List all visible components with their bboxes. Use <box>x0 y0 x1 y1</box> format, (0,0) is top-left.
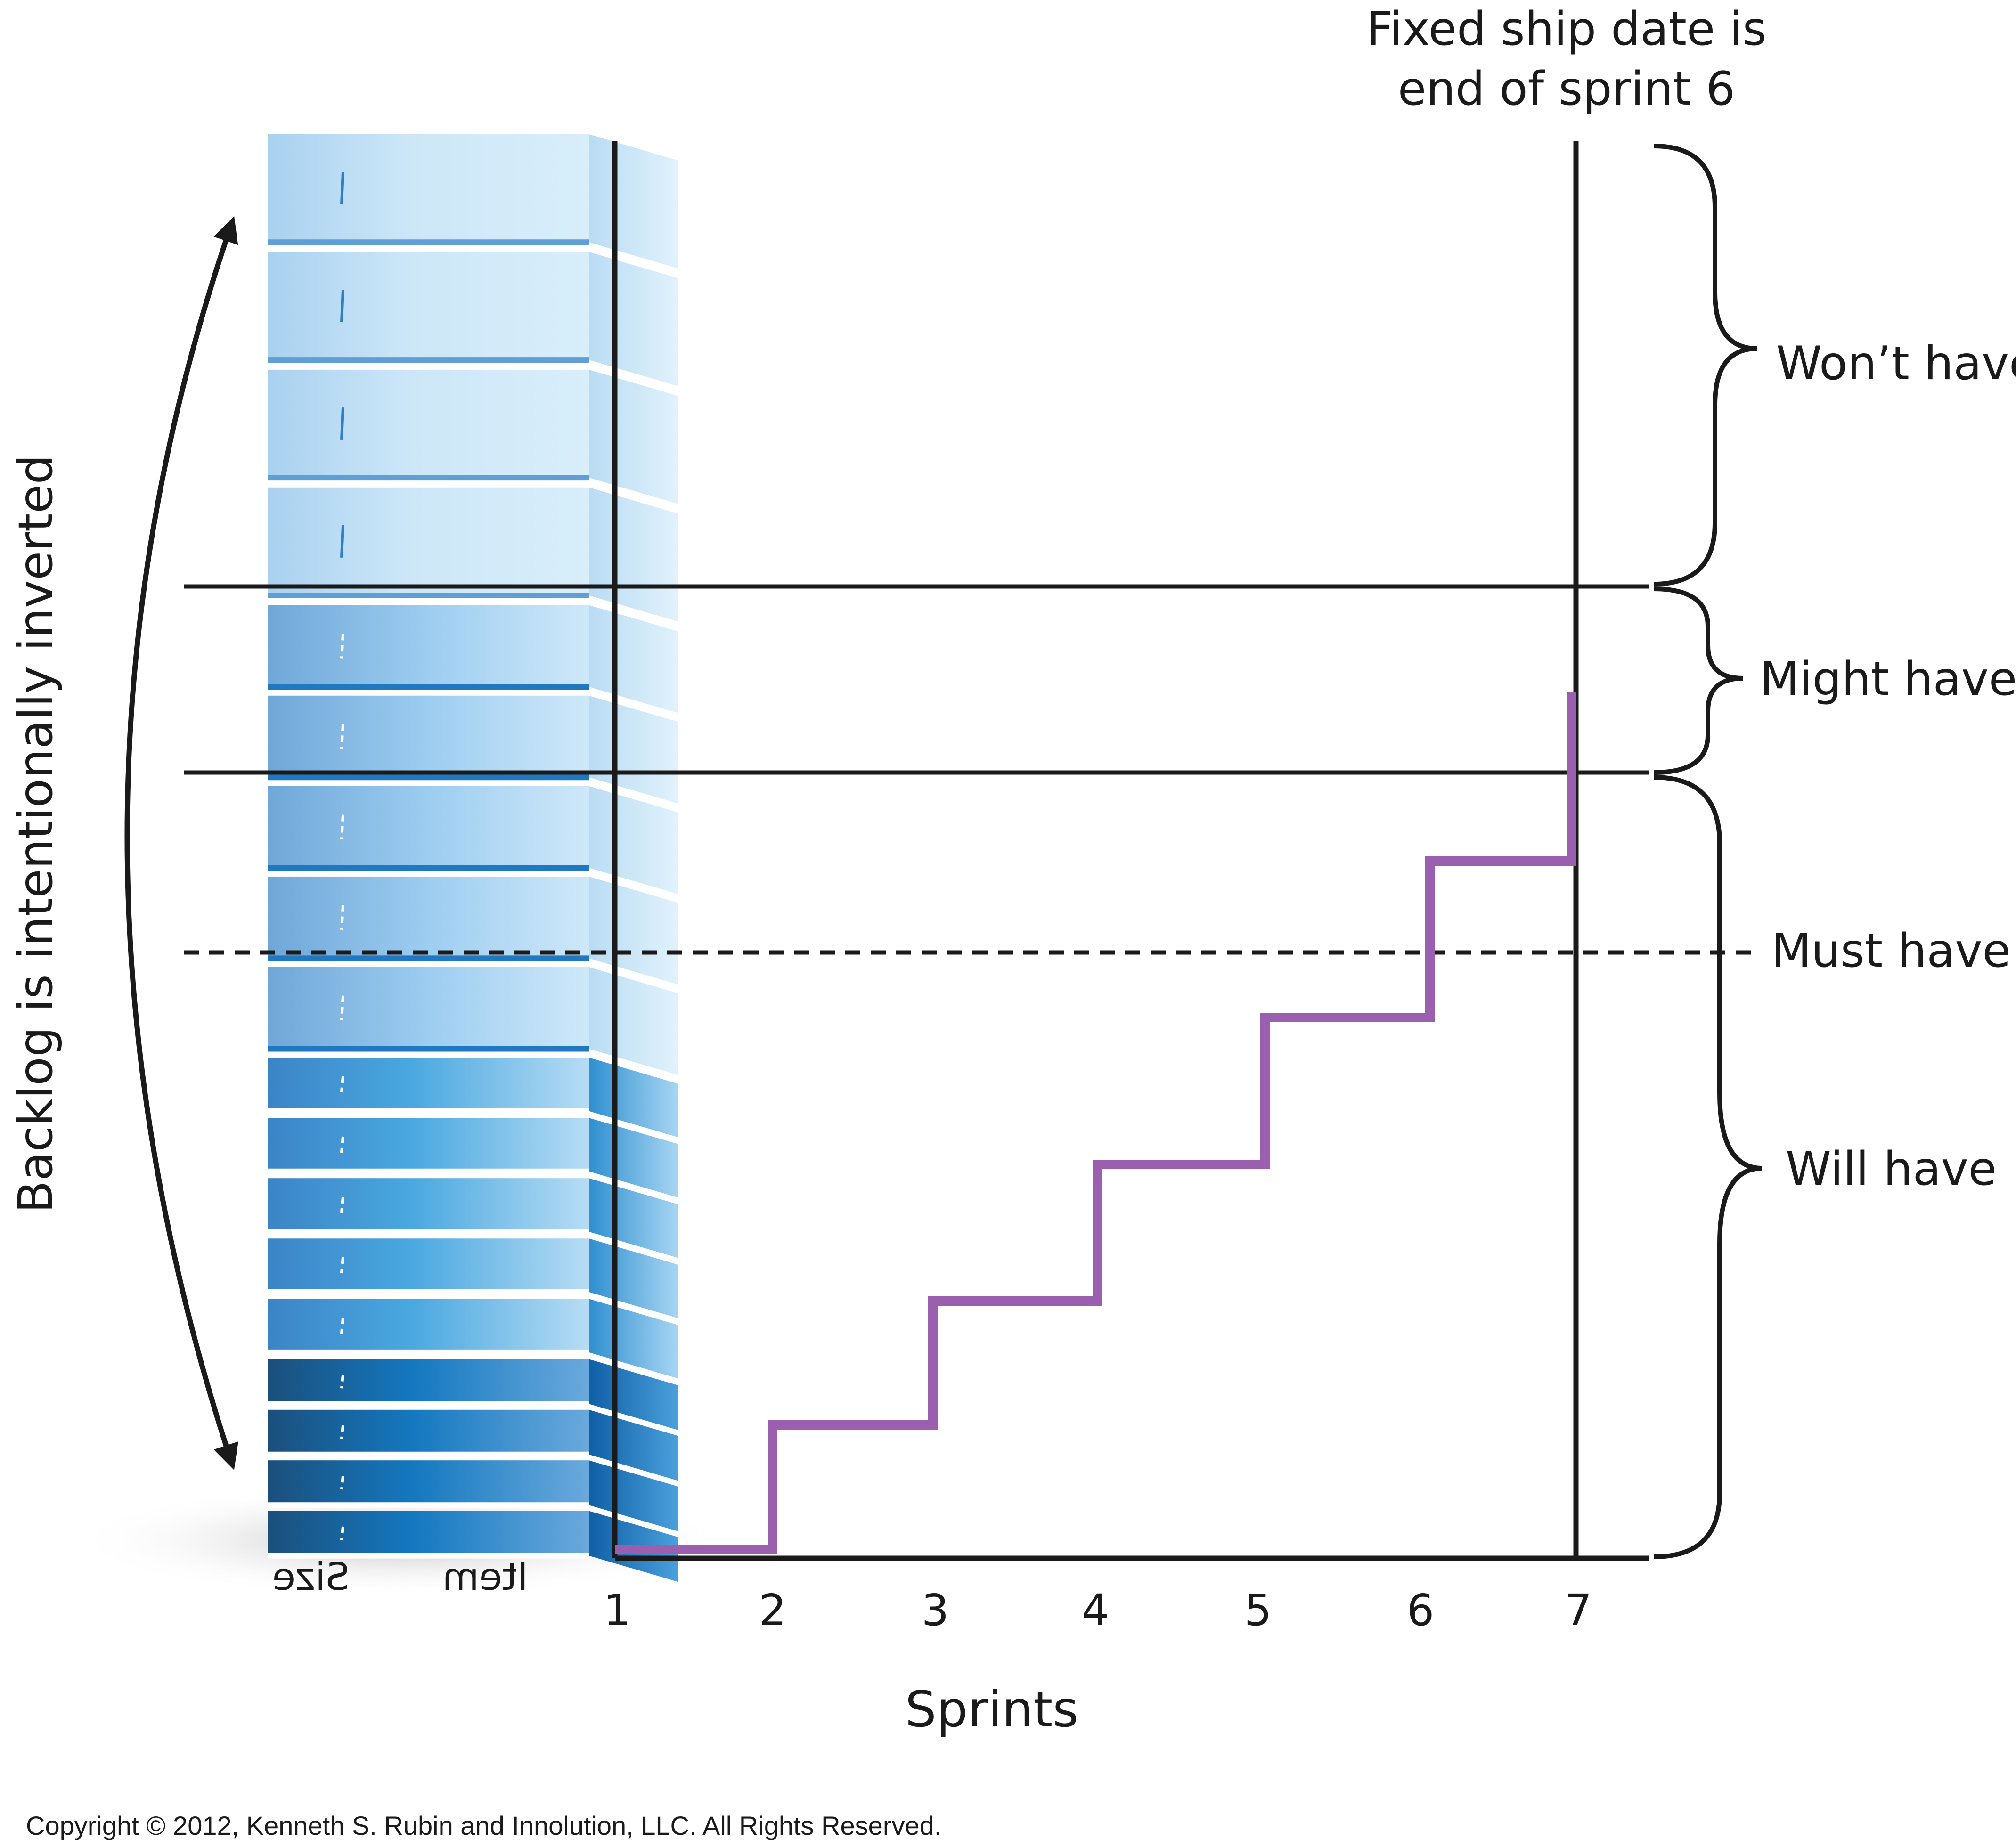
backlog-item <box>268 1409 589 1455</box>
backlog-item-side <box>589 967 678 1075</box>
item-column-label: Item <box>442 1555 528 1599</box>
backlog-item-side <box>589 1058 678 1138</box>
sprint-tick-3: 3 <box>922 1585 949 1635</box>
sprint-tick-6: 6 <box>1407 1585 1435 1635</box>
must-have-label: Must have <box>1771 924 2011 978</box>
size-column-label: Size <box>272 1555 350 1599</box>
sprint-tick-7: 7 <box>1565 1585 1592 1635</box>
might-have-brace <box>1653 586 1744 775</box>
backlog-item-side <box>589 695 678 804</box>
backlog-item-side <box>589 1238 678 1318</box>
backlog-item <box>268 967 589 1049</box>
backlog-range-arrow <box>124 216 238 1470</box>
size-column-mark <box>340 1076 344 1093</box>
backlog-item-side <box>589 876 678 985</box>
copyright-notice: Copyright © 2012, Kenneth S. Rubin and I… <box>26 1811 941 1840</box>
size-column-mark <box>340 1196 344 1213</box>
backlog-item-side <box>589 1118 678 1198</box>
backlog-item <box>268 695 589 778</box>
sprint-tick-4: 4 <box>1082 1585 1110 1635</box>
size-column-mark <box>340 724 344 749</box>
backlog-item-side <box>589 252 678 386</box>
size-column-mark <box>340 407 344 440</box>
size-column-mark <box>340 1526 344 1540</box>
ship-date-title-line1: Fixed ship date is <box>1366 2 1766 56</box>
size-column-mark <box>340 525 344 558</box>
wont-have-label: Won’t have <box>1776 337 2016 391</box>
backlog-item <box>268 134 589 243</box>
backlog-item <box>268 1058 589 1111</box>
backlog-item-side <box>589 1299 678 1379</box>
backlog-item-side <box>589 487 678 622</box>
backlog-item-side <box>589 369 678 504</box>
backlog-item <box>268 252 589 360</box>
will-have-brace <box>1653 775 1763 1559</box>
x-axis-label: Sprints <box>905 1681 1078 1738</box>
backlog-item <box>268 1238 589 1292</box>
backlog-item-side <box>589 1359 678 1431</box>
backlog-item <box>268 1460 589 1505</box>
backlog-item-side <box>589 1460 678 1531</box>
backlog-item-side <box>589 786 678 895</box>
backlog-item <box>268 1178 589 1232</box>
backlog-inverted-label: Backlog is intentionally inverted <box>8 455 63 1213</box>
size-column-mark <box>340 995 344 1020</box>
size-column-mark <box>340 634 344 659</box>
burnup-staircase <box>615 692 1576 1554</box>
sprint-tick-1: 1 <box>604 1585 631 1635</box>
backlog-item <box>268 487 589 596</box>
backlog-item <box>268 605 589 687</box>
wont-have-brace <box>1653 144 1758 586</box>
backlog-item <box>268 1511 589 1556</box>
size-column-mark <box>340 1136 344 1153</box>
size-column-mark <box>340 814 344 839</box>
backlog-item-side <box>589 1409 678 1481</box>
will-have-label: Will have <box>1786 1142 1997 1196</box>
backlog-item <box>268 1359 589 1404</box>
backlog-item-side <box>589 1178 678 1258</box>
backlog-item-side <box>589 134 678 269</box>
backlog-item <box>268 1118 589 1172</box>
size-column-mark <box>340 1257 344 1274</box>
backlog-item <box>268 369 589 478</box>
size-column-mark <box>340 172 344 205</box>
sprint-tick-2: 2 <box>759 1585 787 1635</box>
size-column-mark <box>340 1317 344 1334</box>
ship-date-title-line2: end of sprint 6 <box>1398 62 1735 116</box>
backlog-item <box>268 1299 589 1352</box>
size-column-mark <box>340 290 344 323</box>
sprint-tick-5: 5 <box>1244 1585 1272 1635</box>
backlog-item-side <box>589 605 678 713</box>
backlog-item <box>268 786 589 868</box>
backlog-item <box>268 876 589 959</box>
might-have-label: Might have <box>1760 652 2016 706</box>
size-column-mark <box>340 1425 344 1439</box>
size-column-mark <box>340 1476 344 1490</box>
size-column-mark <box>340 1375 344 1389</box>
size-column-mark <box>340 905 344 930</box>
